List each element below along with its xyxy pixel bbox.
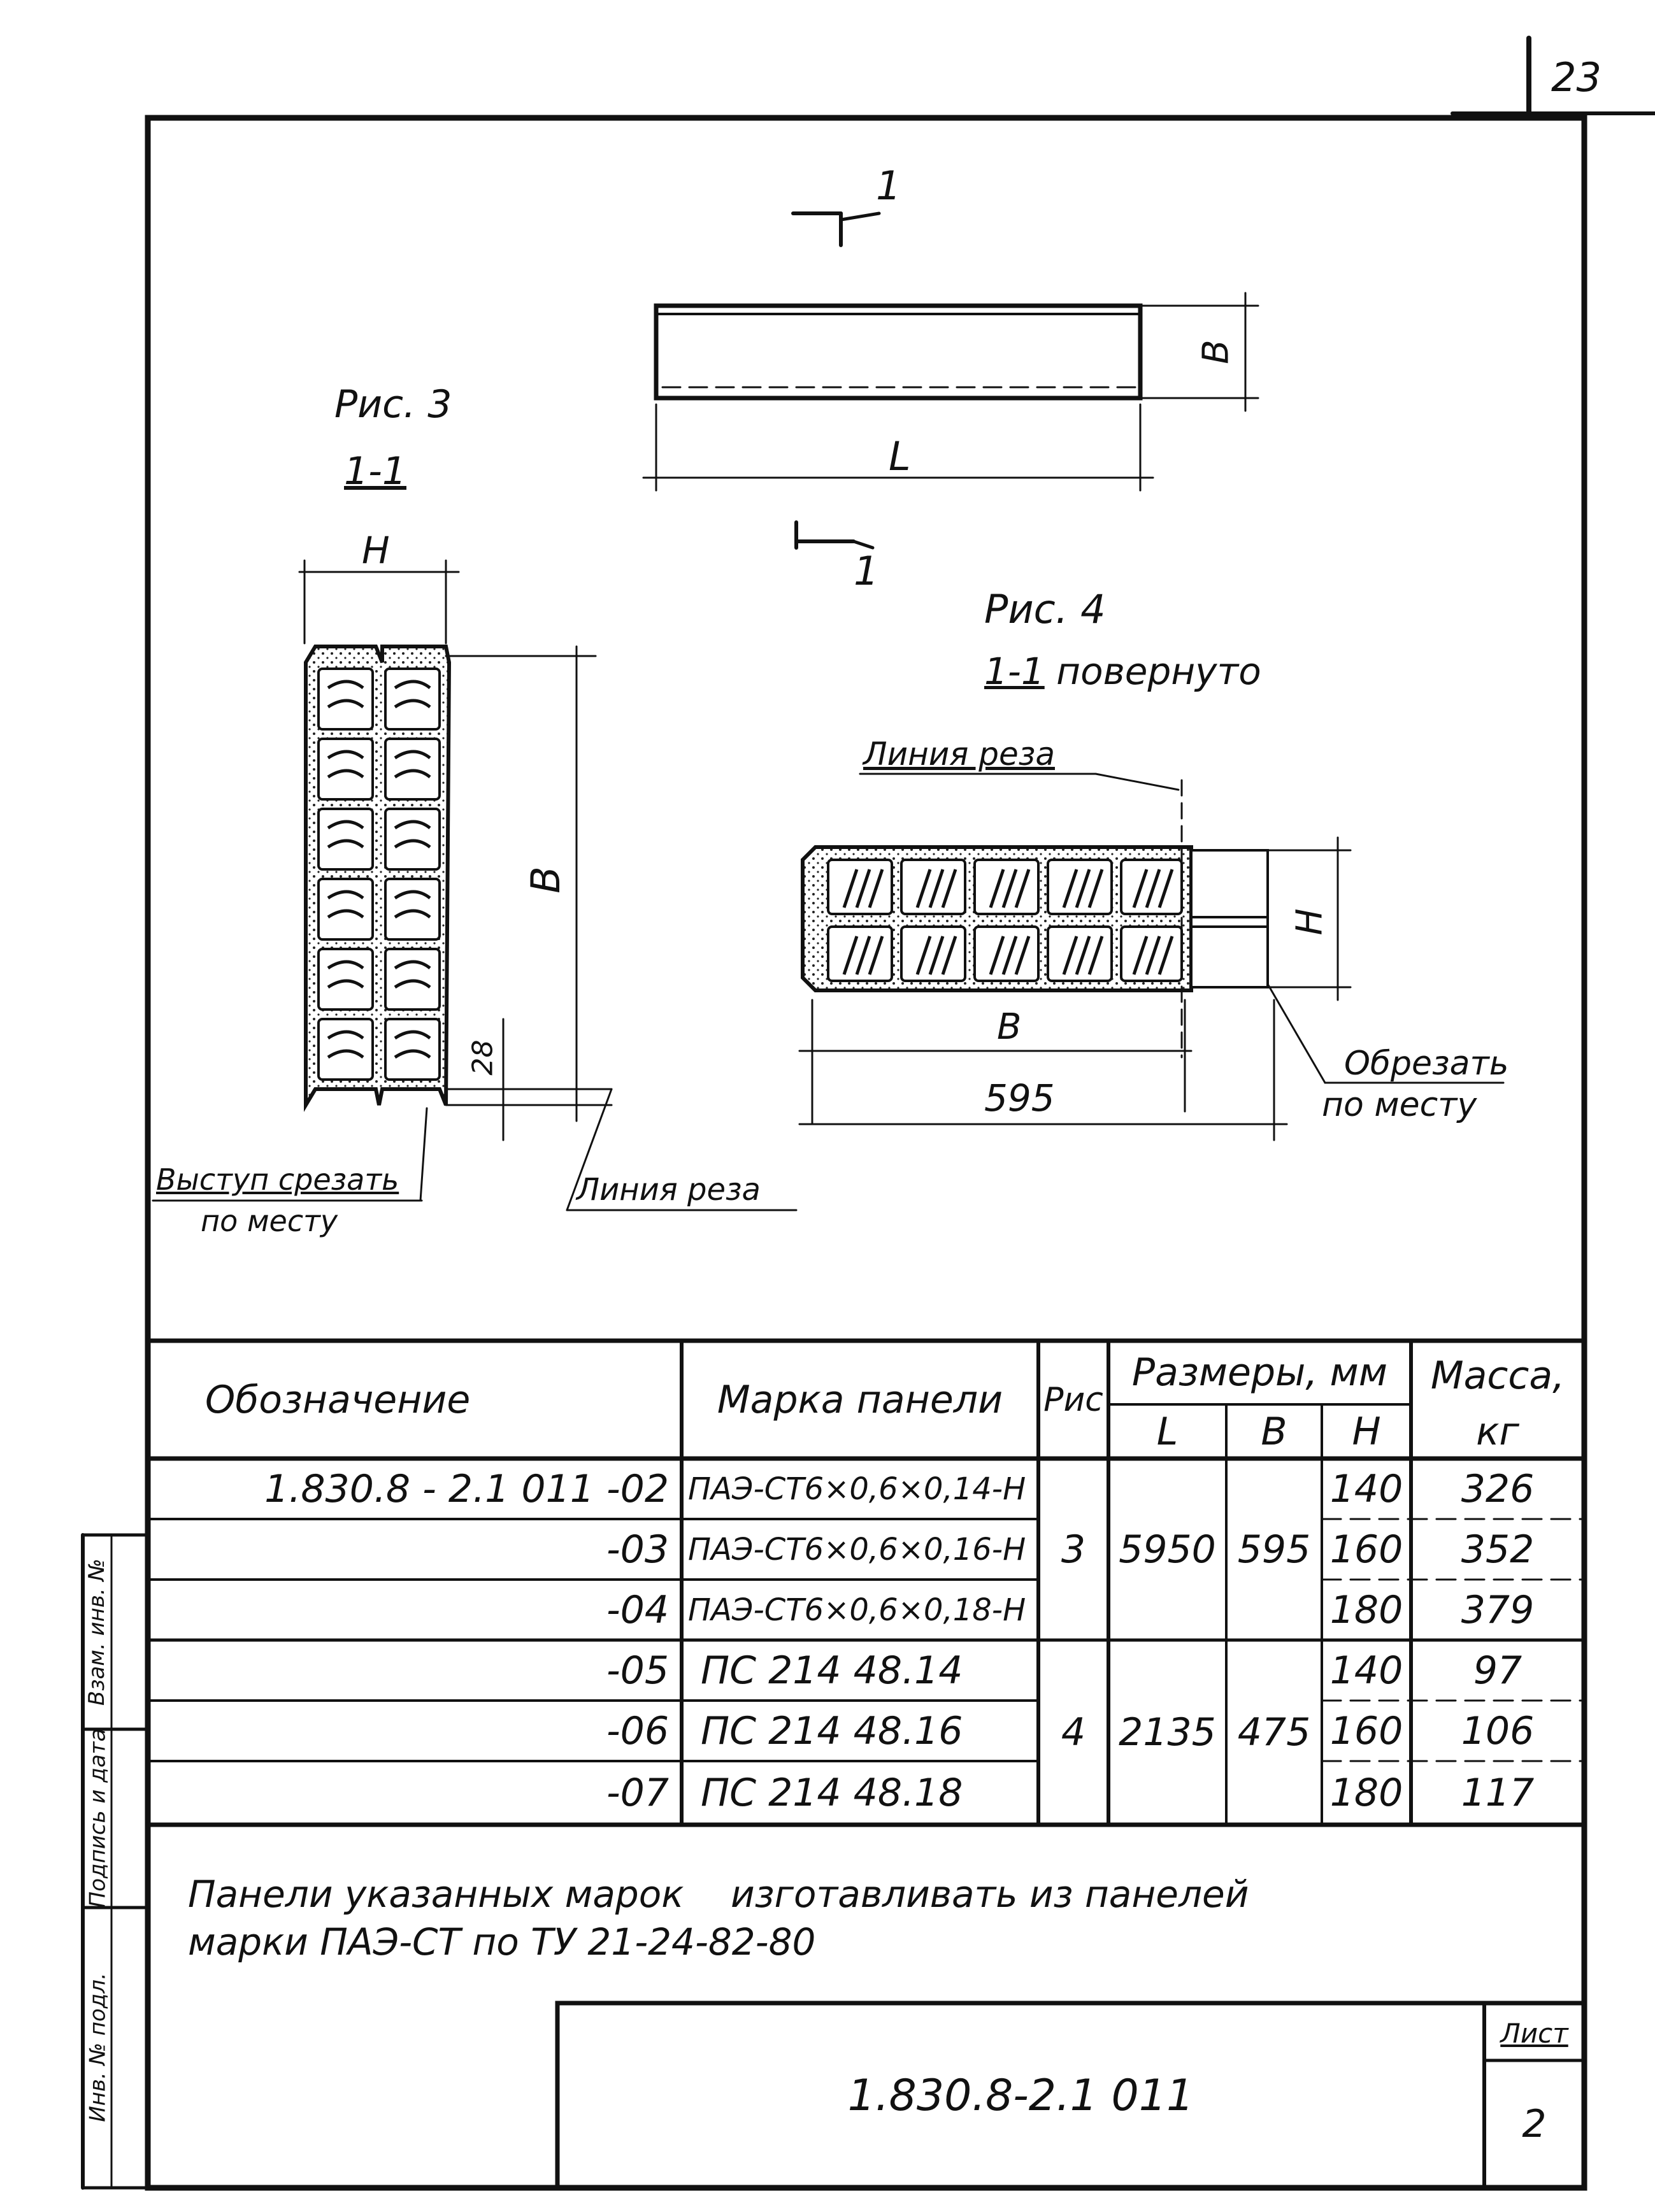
- th-panel-mark: Марка панели: [717, 1377, 1003, 1422]
- fig3-dim-h: H: [362, 529, 390, 572]
- table-row-4-designation: -05: [606, 1648, 669, 1693]
- table-row-6-h: 180: [1329, 1771, 1403, 1815]
- table-row-5-mass: 106: [1461, 1708, 1535, 1753]
- group-2-b: 475: [1237, 1710, 1311, 1755]
- th-h: H: [1352, 1409, 1381, 1454]
- table-row-4-mass: 97: [1473, 1648, 1522, 1693]
- fig4-section-code: 1-1: [984, 650, 1045, 693]
- table-row-6-mark: ПС 214 48.18: [701, 1771, 963, 1815]
- group-2-l: 2135: [1119, 1710, 1216, 1755]
- table-row-1-h: 140: [1329, 1466, 1403, 1511]
- table-row-6-mass: 117: [1461, 1771, 1535, 1815]
- th-fig: Рис: [1043, 1380, 1103, 1419]
- note-line-1: Панели указанных марок изготавливать из …: [188, 1873, 1249, 1916]
- table-row-3-h: 180: [1329, 1587, 1403, 1632]
- top-dim-b: B: [1195, 339, 1237, 364]
- table-row-2-mass: 352: [1461, 1527, 1535, 1572]
- stamp-sheet-label: Лист: [1500, 2018, 1568, 2049]
- th-b: B: [1261, 1409, 1287, 1454]
- note-cut-line-top: Линия реза: [863, 736, 1055, 773]
- cut-label-top: 1: [876, 162, 901, 209]
- note-line-2: марки ПАЭ-СТ по ТУ 21-24-82-80: [188, 1920, 816, 1964]
- group-1-b: 595: [1237, 1527, 1311, 1572]
- note-trim-a: Обрезать: [1344, 1045, 1509, 1083]
- th-dims-group: Размеры, мм: [1131, 1350, 1388, 1395]
- fig3-dim-b: B: [522, 866, 569, 894]
- table-row-6-designation: -07: [606, 1771, 669, 1815]
- fig4-dim-h: H: [1289, 908, 1331, 936]
- cut-label-bottom: 1: [854, 548, 879, 594]
- group-1-fig: 3: [1061, 1527, 1086, 1572]
- sidebar-signature-date: Подпись и дата: [85, 1728, 110, 1908]
- table-row-1-mass: 326: [1461, 1466, 1535, 1511]
- stamp-code: 1.830.8-2.1 011: [847, 2070, 1194, 2121]
- fig4-dim-b: B: [997, 1006, 1022, 1048]
- fig4-title: Рис. 4: [984, 586, 1106, 632]
- table-row-3-designation: -04: [606, 1587, 669, 1632]
- table-row-3-mark: ПАЭ-СТ6×0,6×0,18-Н: [688, 1592, 1026, 1628]
- fig3-title: Рис. 3: [334, 382, 452, 427]
- fig4-section-suffix: повернуто: [1044, 650, 1261, 693]
- table-row-3-mass: 379: [1461, 1587, 1535, 1632]
- table-row-4-mark: ПС 214 48.14: [701, 1648, 963, 1693]
- table-row-2-mark: ПАЭ-СТ6×0,6×0,16-Н: [688, 1531, 1026, 1567]
- fig4-section: 1-1 повернуто: [984, 650, 1261, 693]
- fig3-section: 1-1: [344, 449, 406, 494]
- table-row-1-mark: ПАЭ-СТ6×0,6×0,14-Н: [688, 1471, 1026, 1507]
- th-mass-b: кг: [1476, 1409, 1519, 1454]
- group-1-l: 5950: [1119, 1527, 1216, 1572]
- sidebar-inv-orig: Инв. № подл.: [85, 1973, 110, 2122]
- table-row-2-designation: -03: [606, 1527, 669, 1572]
- note-ledge-b: по месту: [201, 1204, 338, 1238]
- table-row-5-h: 160: [1329, 1708, 1403, 1753]
- table-row-4-h: 140: [1329, 1648, 1403, 1693]
- table-row-2-h: 160: [1329, 1527, 1403, 1572]
- table-row-1-designation: 1.830.8 - 2.1 011 -02: [264, 1466, 669, 1511]
- table-row-5-mark: ПС 214 48.16: [701, 1708, 963, 1753]
- sidebar-replace-inv: Взам. инв. №: [83, 1559, 110, 1706]
- note-trim-b: по месту: [1322, 1086, 1477, 1124]
- note-ledge-a: Выступ срезать: [156, 1162, 399, 1197]
- page-number: 23: [1551, 54, 1601, 101]
- th-designation: Обозначение: [205, 1377, 471, 1422]
- th-l: L: [1156, 1409, 1179, 1454]
- note-cut-line-bottom: Линия реза: [577, 1172, 761, 1208]
- th-mass-a: Масса,: [1430, 1353, 1565, 1398]
- fig3-dim-28: 28: [466, 1039, 499, 1076]
- stamp-sheet-no: 2: [1522, 2102, 1547, 2146]
- top-dim-l: L: [889, 433, 911, 480]
- table-row-5-designation: -06: [606, 1708, 669, 1753]
- group-2-fig: 4: [1061, 1710, 1086, 1755]
- fig4-dim-595: 595: [984, 1076, 1055, 1120]
